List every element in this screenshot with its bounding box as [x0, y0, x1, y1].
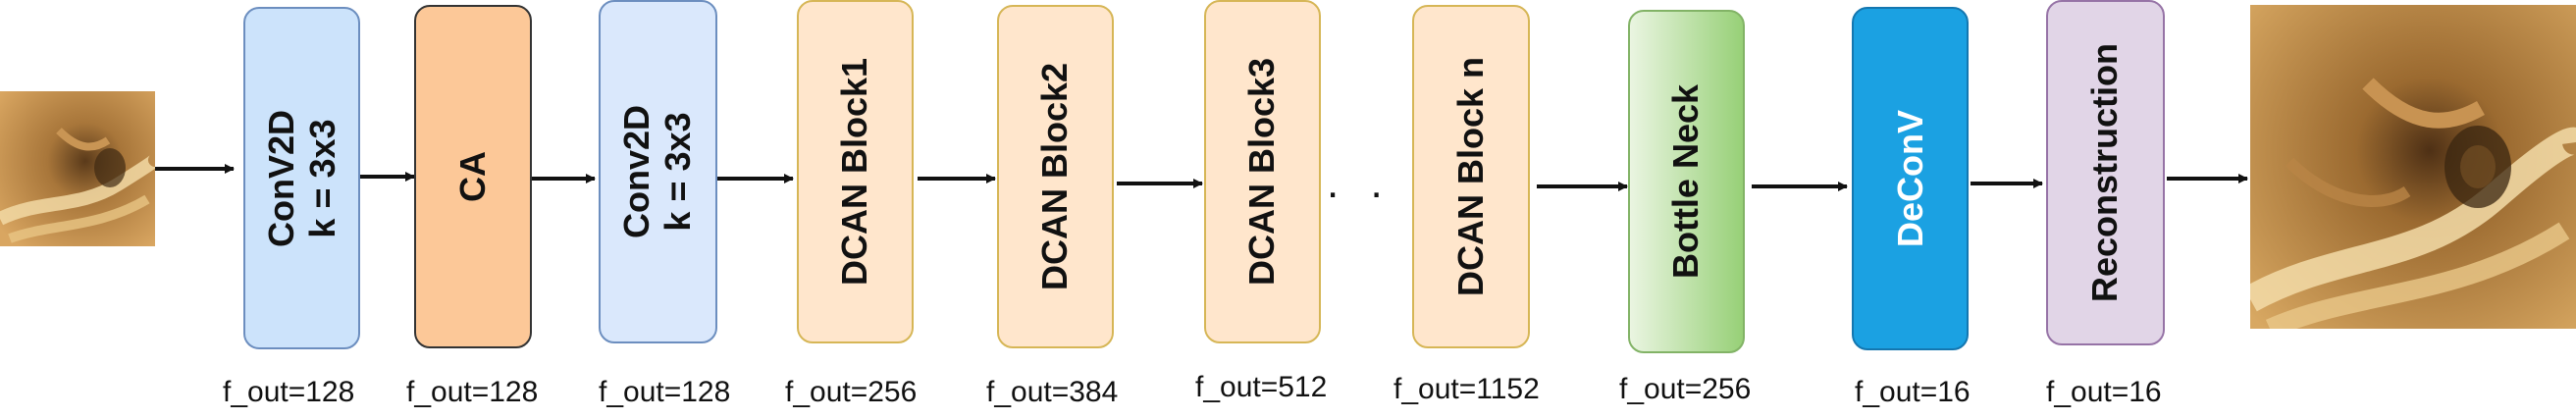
block-label-line2: k = 3x3	[657, 112, 699, 232]
block-label-line1: Reconstruction	[2084, 42, 2126, 303]
fout-label: f_out=128	[406, 376, 539, 408]
block-label-line1: ConV2D	[260, 109, 301, 247]
fout-label: f_out=256	[1619, 373, 1752, 405]
deconv-block: DeConV	[1852, 7, 1969, 350]
block-label-line1: DCAN Block3	[1241, 57, 1283, 287]
fout-label: f_out=512	[1195, 371, 1328, 403]
dcan-block-1: DCAN Block1	[797, 0, 914, 343]
block-label-line1: DeConV	[1889, 109, 1930, 248]
dcan-block-2: DCAN Block2	[997, 5, 1114, 348]
dcan-block-n: DCAN Block n	[1412, 5, 1530, 348]
block-label: ConV2D k = 3x3	[261, 109, 343, 246]
fout-label: f_out=384	[986, 376, 1119, 408]
input-image-art	[0, 91, 155, 246]
fout-label: f_out=128	[599, 376, 731, 408]
block-label-line1: Bottle Neck	[1665, 83, 1707, 280]
bottleneck-block: Bottle Neck	[1628, 10, 1745, 353]
block-label: Reconstruction	[2085, 43, 2127, 302]
output-image	[2250, 5, 2576, 329]
input-image	[0, 91, 155, 246]
reconstruction-block: Reconstruction	[2046, 0, 2165, 345]
block-label-line1: Conv2D	[616, 104, 657, 239]
block-label: DCAN Block2	[1035, 63, 1077, 290]
block-label-line1: DCAN Block2	[1034, 62, 1076, 291]
block-label-line1: CA	[452, 151, 493, 202]
block-label: DCAN Block n	[1450, 57, 1492, 296]
block-label: CA	[452, 151, 494, 202]
conv2d-block-2: Conv2D k = 3x3	[599, 0, 717, 343]
output-image-art	[2250, 5, 2576, 329]
conv2d-block-1: ConV2D k = 3x3	[243, 7, 360, 349]
ca-block: CA	[414, 5, 532, 348]
block-label-line1: DCAN Block1	[834, 57, 875, 287]
block-label: Conv2D k = 3x3	[617, 105, 700, 238]
block-label: DeConV	[1890, 110, 1931, 247]
fout-label: f_out=16	[2046, 376, 2162, 408]
block-label-line1: DCAN Block n	[1450, 56, 1491, 297]
fout-label: f_out=256	[785, 376, 918, 408]
block-label: Bottle Neck	[1666, 84, 1708, 279]
block-label: DCAN Block1	[835, 58, 876, 286]
block-label: DCAN Block3	[1242, 58, 1284, 286]
dcan-block-3: DCAN Block3	[1204, 0, 1321, 343]
fout-label: f_out=16	[1855, 376, 1971, 408]
fout-label: f_out=1152	[1393, 373, 1540, 405]
block-label-line2: k = 3x3	[301, 118, 342, 238]
fout-label: f_out=128	[223, 376, 355, 408]
